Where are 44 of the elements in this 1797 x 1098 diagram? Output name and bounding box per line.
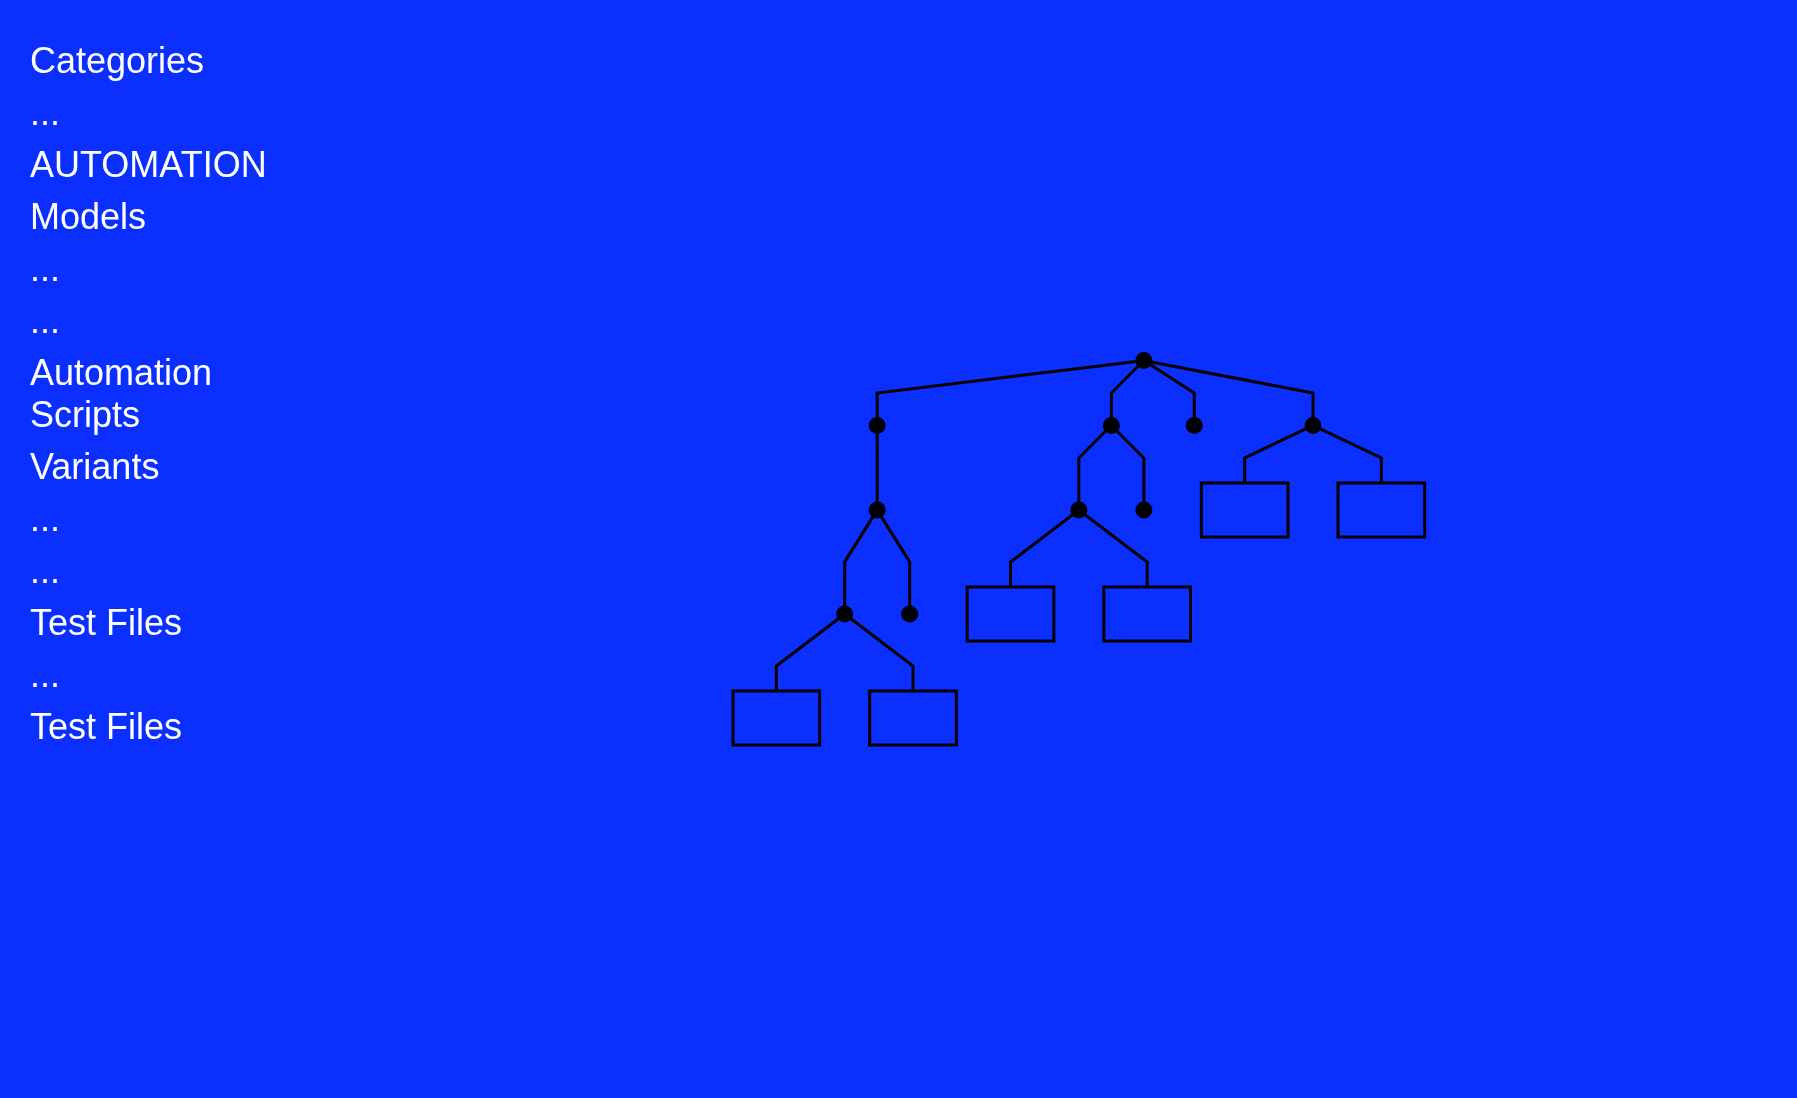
connector bbox=[1318, 427, 1383, 483]
connector bbox=[1077, 429, 1107, 503]
node-circle bbox=[1185, 417, 1203, 434]
level-label: ... bbox=[30, 498, 61, 540]
node-circle bbox=[900, 605, 918, 623]
connector bbox=[879, 515, 911, 607]
node-circle bbox=[1135, 501, 1152, 519]
node-box bbox=[867, 689, 958, 747]
level-label: Test Files bbox=[30, 706, 184, 748]
level-label: ... bbox=[30, 248, 61, 290]
node-box bbox=[1102, 585, 1192, 643]
connector bbox=[849, 617, 915, 691]
connector bbox=[1150, 360, 1315, 418]
level-label: Models bbox=[30, 196, 148, 238]
level-label: Variants bbox=[30, 446, 161, 488]
node-box bbox=[965, 585, 1055, 643]
connector bbox=[1008, 513, 1074, 587]
node-box bbox=[1199, 481, 1290, 539]
level-label: ... bbox=[30, 92, 61, 134]
connector bbox=[774, 617, 840, 691]
connector bbox=[842, 515, 875, 607]
node-circle bbox=[1304, 417, 1322, 434]
connector bbox=[875, 433, 879, 503]
level-label: ... bbox=[30, 550, 61, 592]
level-label: ... bbox=[30, 654, 61, 696]
level-label: AUTOMATION bbox=[30, 144, 268, 186]
connector bbox=[1242, 427, 1307, 483]
node-circle bbox=[1070, 501, 1087, 519]
node-circle bbox=[868, 501, 886, 519]
node-circle bbox=[868, 417, 886, 434]
level-label: Categories bbox=[30, 40, 206, 82]
connector bbox=[1115, 429, 1145, 503]
connector bbox=[875, 359, 1137, 418]
node-circle bbox=[835, 605, 853, 623]
connector bbox=[1149, 363, 1196, 418]
level-label: Test Files bbox=[30, 602, 184, 644]
level-label: ... bbox=[30, 300, 61, 342]
node-circle bbox=[1135, 352, 1152, 369]
node-circle bbox=[1102, 417, 1120, 434]
node-box bbox=[731, 689, 821, 747]
level-label: Automation Scripts bbox=[30, 352, 214, 436]
node-box bbox=[1336, 481, 1426, 539]
connector bbox=[1083, 513, 1149, 587]
connector bbox=[1109, 364, 1140, 418]
